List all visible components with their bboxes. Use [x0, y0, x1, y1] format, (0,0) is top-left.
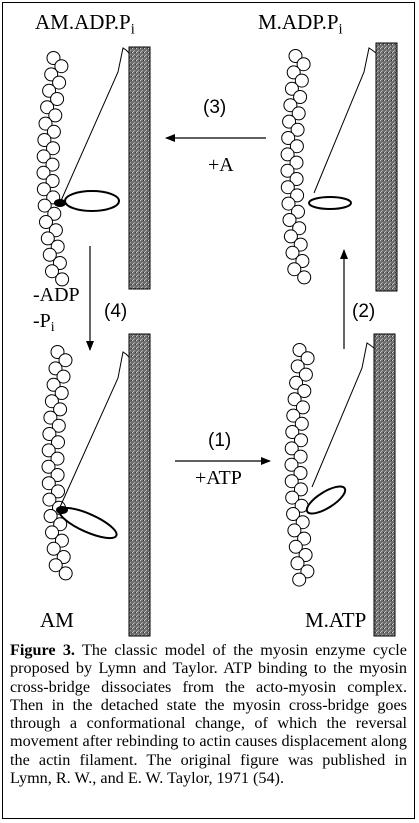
caption-figure-number: Figure 3. [10, 641, 75, 659]
figure-caption: Figure 3. The classic model of the myosi… [10, 641, 407, 787]
step-number-1: (1) [208, 431, 231, 450]
state-label-am-adp-pi: AM.ADP.Pi [35, 12, 135, 33]
myosin-filament-top-right [281, 50, 311, 284]
cross-bridge-neck-top-left [60, 48, 129, 203]
state-label-am: AM [40, 610, 74, 631]
myosin-bead [293, 573, 306, 586]
myosin-head-top-left [65, 191, 119, 211]
step-number-4: (4) [104, 302, 127, 321]
myosin-filament-bottom-right [285, 344, 314, 587]
step-label-add-atp: +ATP [195, 468, 242, 488]
caption-text: The classic model of the myosin enzyme c… [10, 641, 407, 787]
step-label-add-actin: +A [208, 155, 234, 175]
nucleotide-marker-top-left [54, 199, 66, 207]
nucleotide-marker-bottom-left [56, 506, 68, 514]
myosin-head-top-right [309, 197, 351, 209]
myosin-bead [298, 271, 311, 284]
step-label-minus-pi: -Pi [33, 311, 55, 331]
cross-bridge-neck-top-right [314, 48, 376, 193]
step-number-3: (3) [203, 98, 226, 117]
step-label-minus-adp: -ADP [33, 285, 80, 305]
actin-filament-top-right [376, 43, 397, 291]
actin-filament-bottom-left [129, 334, 150, 636]
cross-bridge-neck-bottom-right [312, 343, 374, 487]
actin-filament-bottom-right [374, 334, 395, 636]
myosin-bead [59, 567, 72, 580]
step-number-2: (2) [352, 302, 375, 321]
actin-filament-top-left [129, 47, 150, 289]
myosin-filament-top-left [37, 52, 69, 286]
myosin-filament-bottom-left [42, 346, 72, 580]
state-label-m-adp-pi: M.ADP.Pi [258, 12, 343, 33]
state-label-m-atp: M.ATP [305, 610, 366, 631]
myosin-head-bottom-right [303, 482, 349, 519]
